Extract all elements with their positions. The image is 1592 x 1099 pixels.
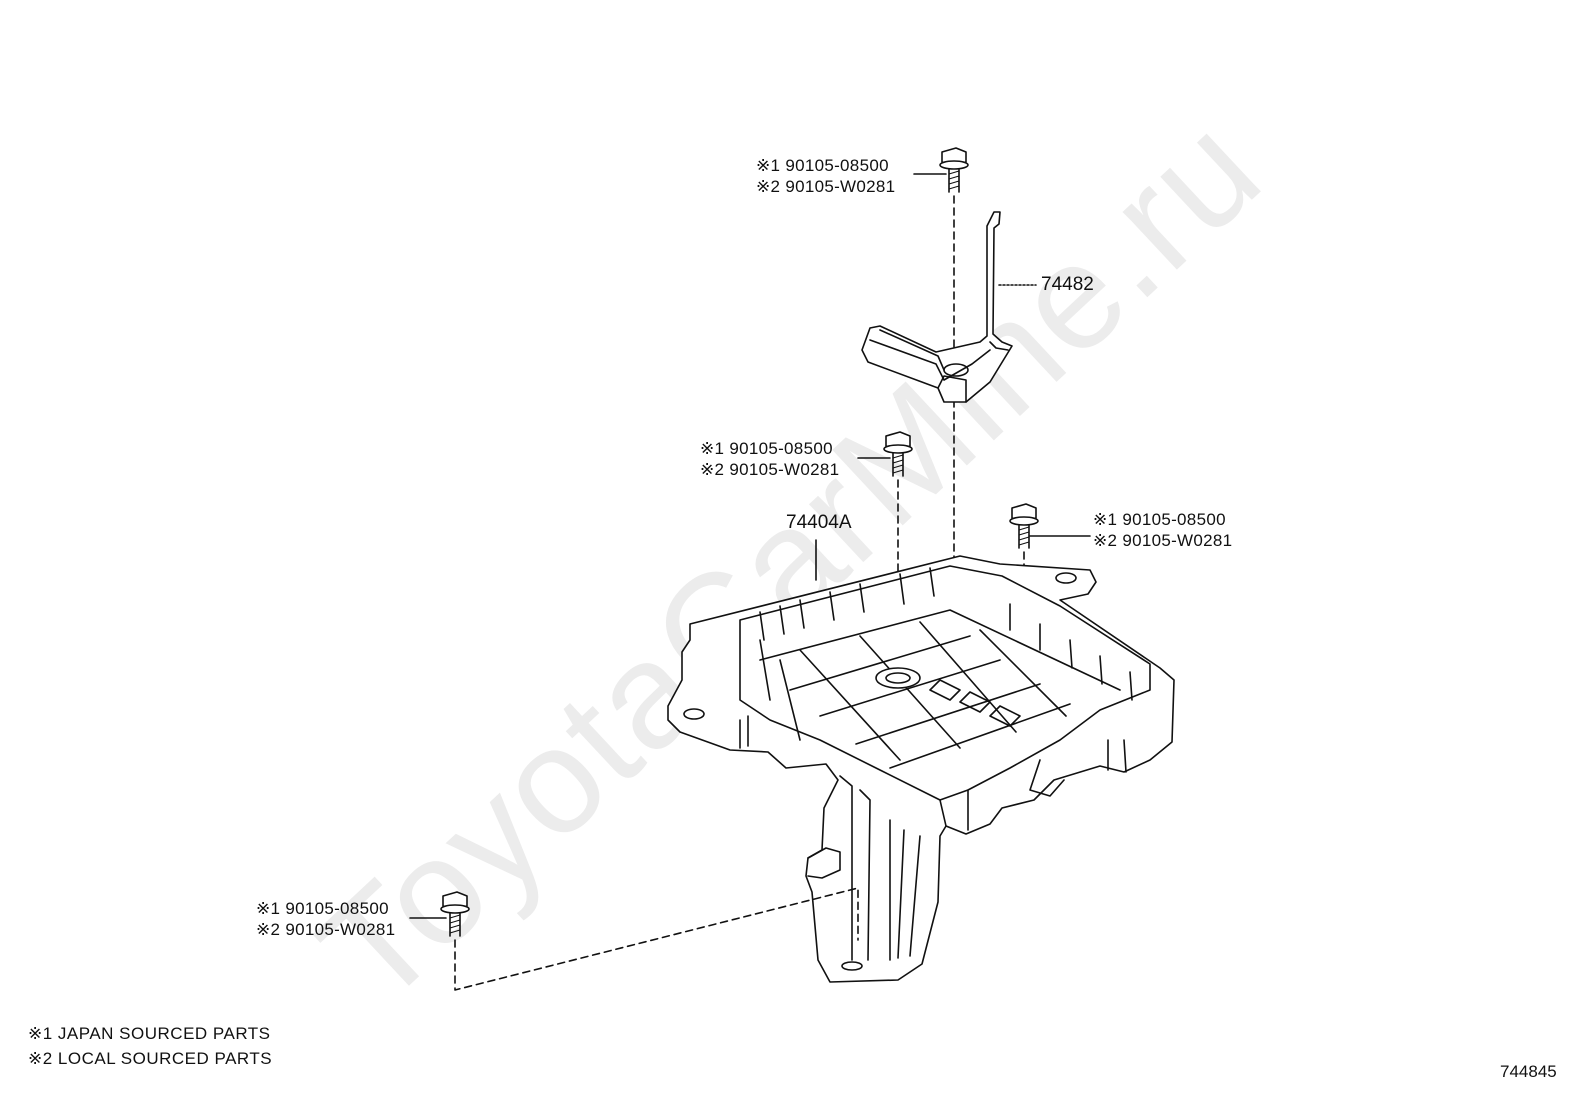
callout-middle-left-bolt-line2: ※2 90105-W0281 [700,460,840,479]
bolt-right [1009,503,1039,549]
figure-number: 744845 [1500,1062,1557,1081]
callout-bottom-left-bolt[interactable]: ※1 90105-08500 ※2 90105-W0281 [256,900,395,938]
dash-bottom-left-bolt [454,887,859,991]
bolt-bottom-left [440,891,470,937]
callout-top-bolt[interactable]: ※1 90105-08500 ※2 90105-W0281 [756,157,895,195]
legend-local-sourced: ※2 LOCAL SOURCED PARTS [28,1049,273,1068]
legend-japan-sourced: ※1 JAPAN SOURCED PARTS [28,1024,271,1043]
callout-top-bolt-line2: ※2 90105-W0281 [756,177,896,196]
callout-middle-left-bolt[interactable]: ※1 90105-08500 ※2 90105-W0281 [700,440,839,478]
callout-bottom-left-bolt-line1: ※1 90105-08500 [256,899,389,918]
bolt-top [939,147,969,193]
support-bracket-74482 [861,211,1013,403]
callout-right-bolt-line2: ※2 90105-W0281 [1093,531,1233,550]
callout-middle-left-bolt-line1: ※1 90105-08500 [700,439,833,458]
callout-right-bolt-line1: ※1 90105-08500 [1093,510,1226,529]
label-battery-tray[interactable]: 74404A [786,512,852,533]
callout-right-bolt[interactable]: ※1 90105-08500 ※2 90105-W0281 [1093,511,1232,549]
callout-bottom-left-bolt-line2: ※2 90105-W0281 [256,920,396,939]
callout-top-bolt-line1: ※1 90105-08500 [756,156,889,175]
bolt-middle-left [883,431,913,477]
battery-tray-74404A [667,555,1175,983]
label-support-bracket[interactable]: 74482 [1041,274,1094,295]
